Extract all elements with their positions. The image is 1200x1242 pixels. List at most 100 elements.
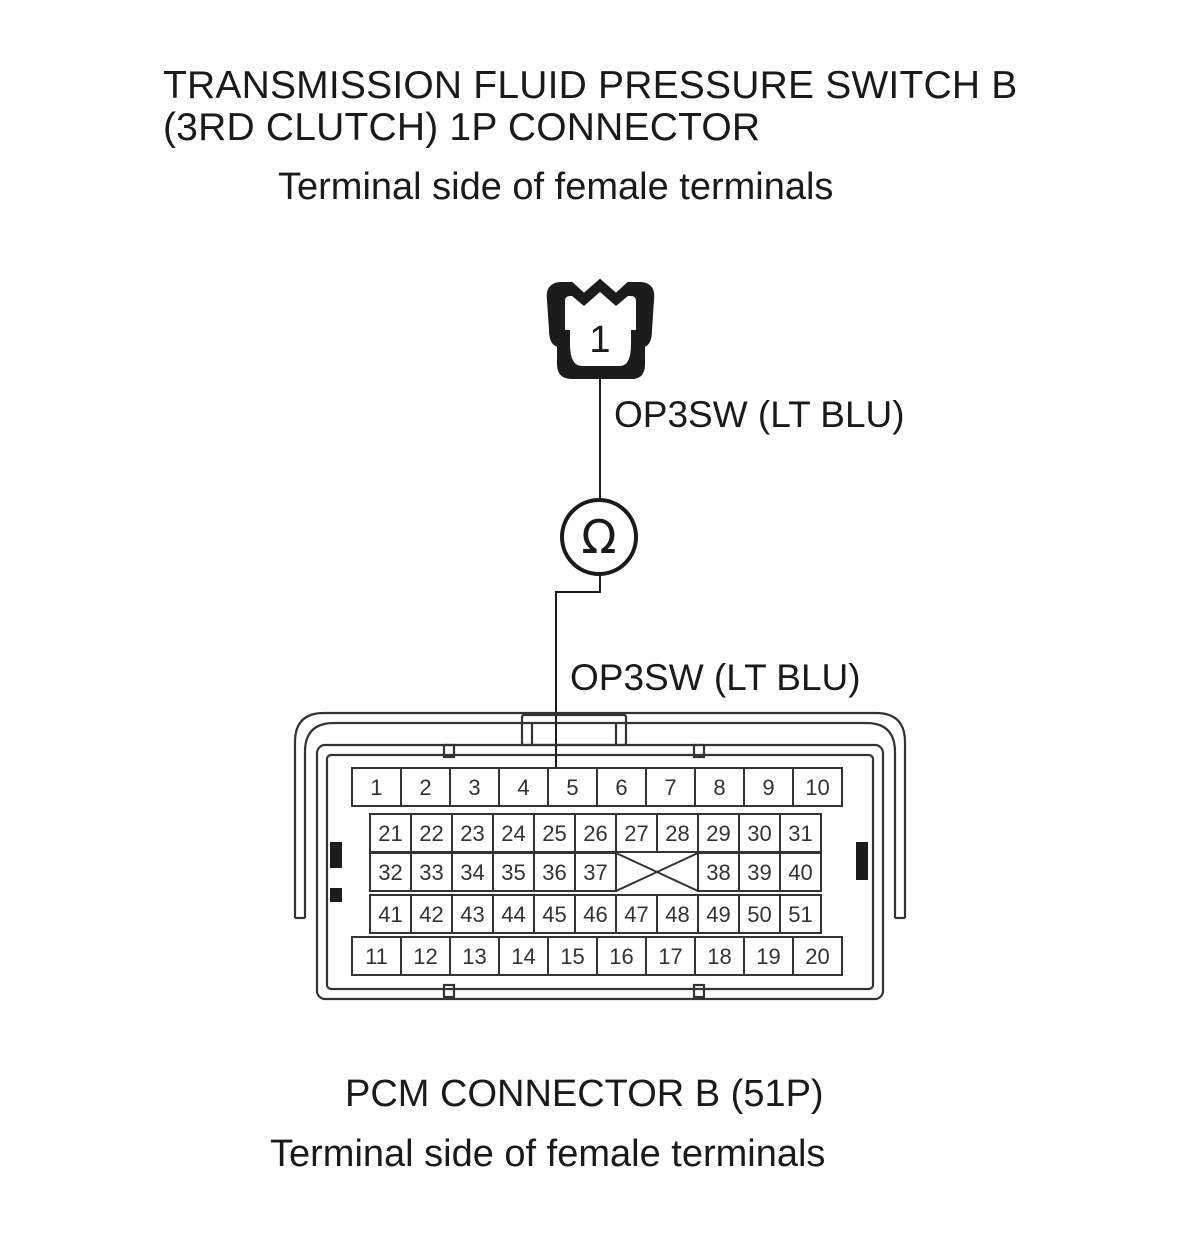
- terminal-48-cell: [656, 894, 699, 934]
- terminal-42-label: 42: [419, 902, 443, 927]
- terminal-44-label: 44: [501, 902, 525, 927]
- terminal-10-label: 10: [805, 775, 829, 800]
- pcm-connector-view-label: Terminal side of female terminals: [270, 1133, 826, 1175]
- terminal-15-cell: [547, 936, 598, 976]
- terminal-37-label: 37: [583, 860, 607, 885]
- terminal-41-label: 41: [378, 902, 402, 927]
- top-connector-terminal-number: 1: [589, 319, 610, 361]
- terminal-42-cell: [410, 894, 453, 934]
- terminal-39-label: 39: [747, 860, 771, 885]
- blocked-cavity-mark: [615, 852, 699, 892]
- pcm-connector-housing: [293, 711, 907, 1001]
- terminal-37-cell: [574, 852, 617, 892]
- pcm-connector-latch-marks: [330, 842, 868, 902]
- terminal-14-label: 14: [511, 944, 535, 969]
- upper-wire-label: OP3SW (LT BLU): [614, 394, 905, 435]
- terminal-19-label: 19: [756, 944, 780, 969]
- terminal-47-cell: [615, 894, 658, 934]
- terminal-45-label: 45: [542, 902, 566, 927]
- terminal-49-cell: [697, 894, 740, 934]
- terminal-13-cell: [449, 936, 500, 976]
- terminal-31-cell: [779, 813, 822, 853]
- terminal-32-label: 32: [378, 860, 402, 885]
- terminal-28-label: 28: [665, 821, 689, 846]
- terminal-26-label: 26: [583, 821, 607, 846]
- terminal-23-label: 23: [460, 821, 484, 846]
- terminal-3-cell: [449, 767, 500, 807]
- terminal-31-label: 31: [788, 821, 812, 846]
- terminal-11-label: 11: [365, 944, 388, 969]
- terminal-1-cell: [351, 767, 402, 807]
- terminal-4-label: 4: [517, 775, 529, 800]
- terminal-49-label: 49: [706, 902, 730, 927]
- terminal-7-label: 7: [664, 775, 676, 800]
- terminal-50-cell: [738, 894, 781, 934]
- terminal-40-cell: [779, 852, 822, 892]
- terminal-6-cell: [596, 767, 647, 807]
- terminal-36-label: 36: [542, 860, 566, 885]
- terminal-29-label: 29: [706, 821, 730, 846]
- terminal-29-cell: [697, 813, 740, 853]
- terminal-12-cell: [400, 936, 451, 976]
- terminal-17-label: 17: [658, 944, 682, 969]
- lower-wire: [555, 574, 601, 806]
- terminal-1-label: 1: [370, 775, 382, 800]
- top-connector-title-line2: (3RD CLUTCH) 1P CONNECTOR: [163, 106, 761, 149]
- ohmmeter-symbol: Ω: [560, 498, 638, 576]
- terminal-20-cell: [792, 936, 843, 976]
- terminal-43-cell: [451, 894, 494, 934]
- terminal-44-cell: [492, 894, 535, 934]
- terminal-27-label: 27: [624, 821, 648, 846]
- terminal-47-label: 47: [624, 902, 648, 927]
- terminal-8-label: 8: [713, 775, 725, 800]
- terminal-34-cell: [451, 852, 494, 892]
- terminal-21-label: 21: [378, 821, 402, 846]
- terminal-9-label: 9: [762, 775, 774, 800]
- terminal-2-label: 2: [419, 775, 431, 800]
- top-1p-connector: 1: [546, 278, 655, 379]
- terminal-27-cell: [615, 813, 658, 853]
- terminal-30-label: 30: [747, 821, 771, 846]
- top-connector-title-line1: TRANSMISSION FLUID PRESSURE SWITCH B: [163, 64, 1018, 107]
- terminal-38-cell: [697, 852, 740, 892]
- ohm-icon: Ω: [581, 510, 616, 564]
- terminal-18-label: 18: [707, 944, 731, 969]
- terminal-48-label: 48: [665, 902, 689, 927]
- terminal-38-label: 38: [706, 860, 730, 885]
- terminal-43-label: 43: [460, 902, 484, 927]
- terminal-40-label: 40: [788, 860, 812, 885]
- terminal-5-cell: [547, 767, 598, 807]
- terminal-24-label: 24: [501, 821, 525, 846]
- terminal-8-cell: [694, 767, 745, 807]
- terminal-33-label: 33: [419, 860, 443, 885]
- terminal-45-cell: [533, 894, 576, 934]
- terminal-19-cell: [743, 936, 794, 976]
- terminal-46-label: 46: [583, 902, 607, 927]
- terminal-12-label: 12: [413, 944, 437, 969]
- terminal-25-label: 25: [542, 821, 566, 846]
- terminal-46-cell: [574, 894, 617, 934]
- terminal-4-cell: [498, 767, 549, 807]
- terminal-7-cell: [645, 767, 696, 807]
- terminal-13-label: 13: [462, 944, 486, 969]
- terminal-9-cell: [743, 767, 794, 807]
- terminal-11-cell: [351, 936, 402, 976]
- terminal-5-label: 5: [566, 775, 578, 800]
- terminal-51-cell: [779, 894, 822, 934]
- terminal-51-label: 51: [788, 902, 812, 927]
- top-connector-view-label: Terminal side of female terminals: [278, 166, 834, 208]
- terminal-34-label: 34: [460, 860, 484, 885]
- terminal-15-label: 15: [560, 944, 584, 969]
- terminal-20-label: 20: [805, 944, 829, 969]
- terminal-33-cell: [410, 852, 453, 892]
- terminal-16-label: 16: [609, 944, 633, 969]
- pcm-connector-title: PCM CONNECTOR B (51P): [345, 1073, 824, 1115]
- terminal-10-cell: [792, 767, 843, 807]
- terminal-3-label: 3: [468, 775, 480, 800]
- terminal-50-label: 50: [747, 902, 771, 927]
- terminal-6-label: 6: [615, 775, 627, 800]
- terminal-2-cell: [400, 767, 451, 807]
- terminal-35-label: 35: [501, 860, 525, 885]
